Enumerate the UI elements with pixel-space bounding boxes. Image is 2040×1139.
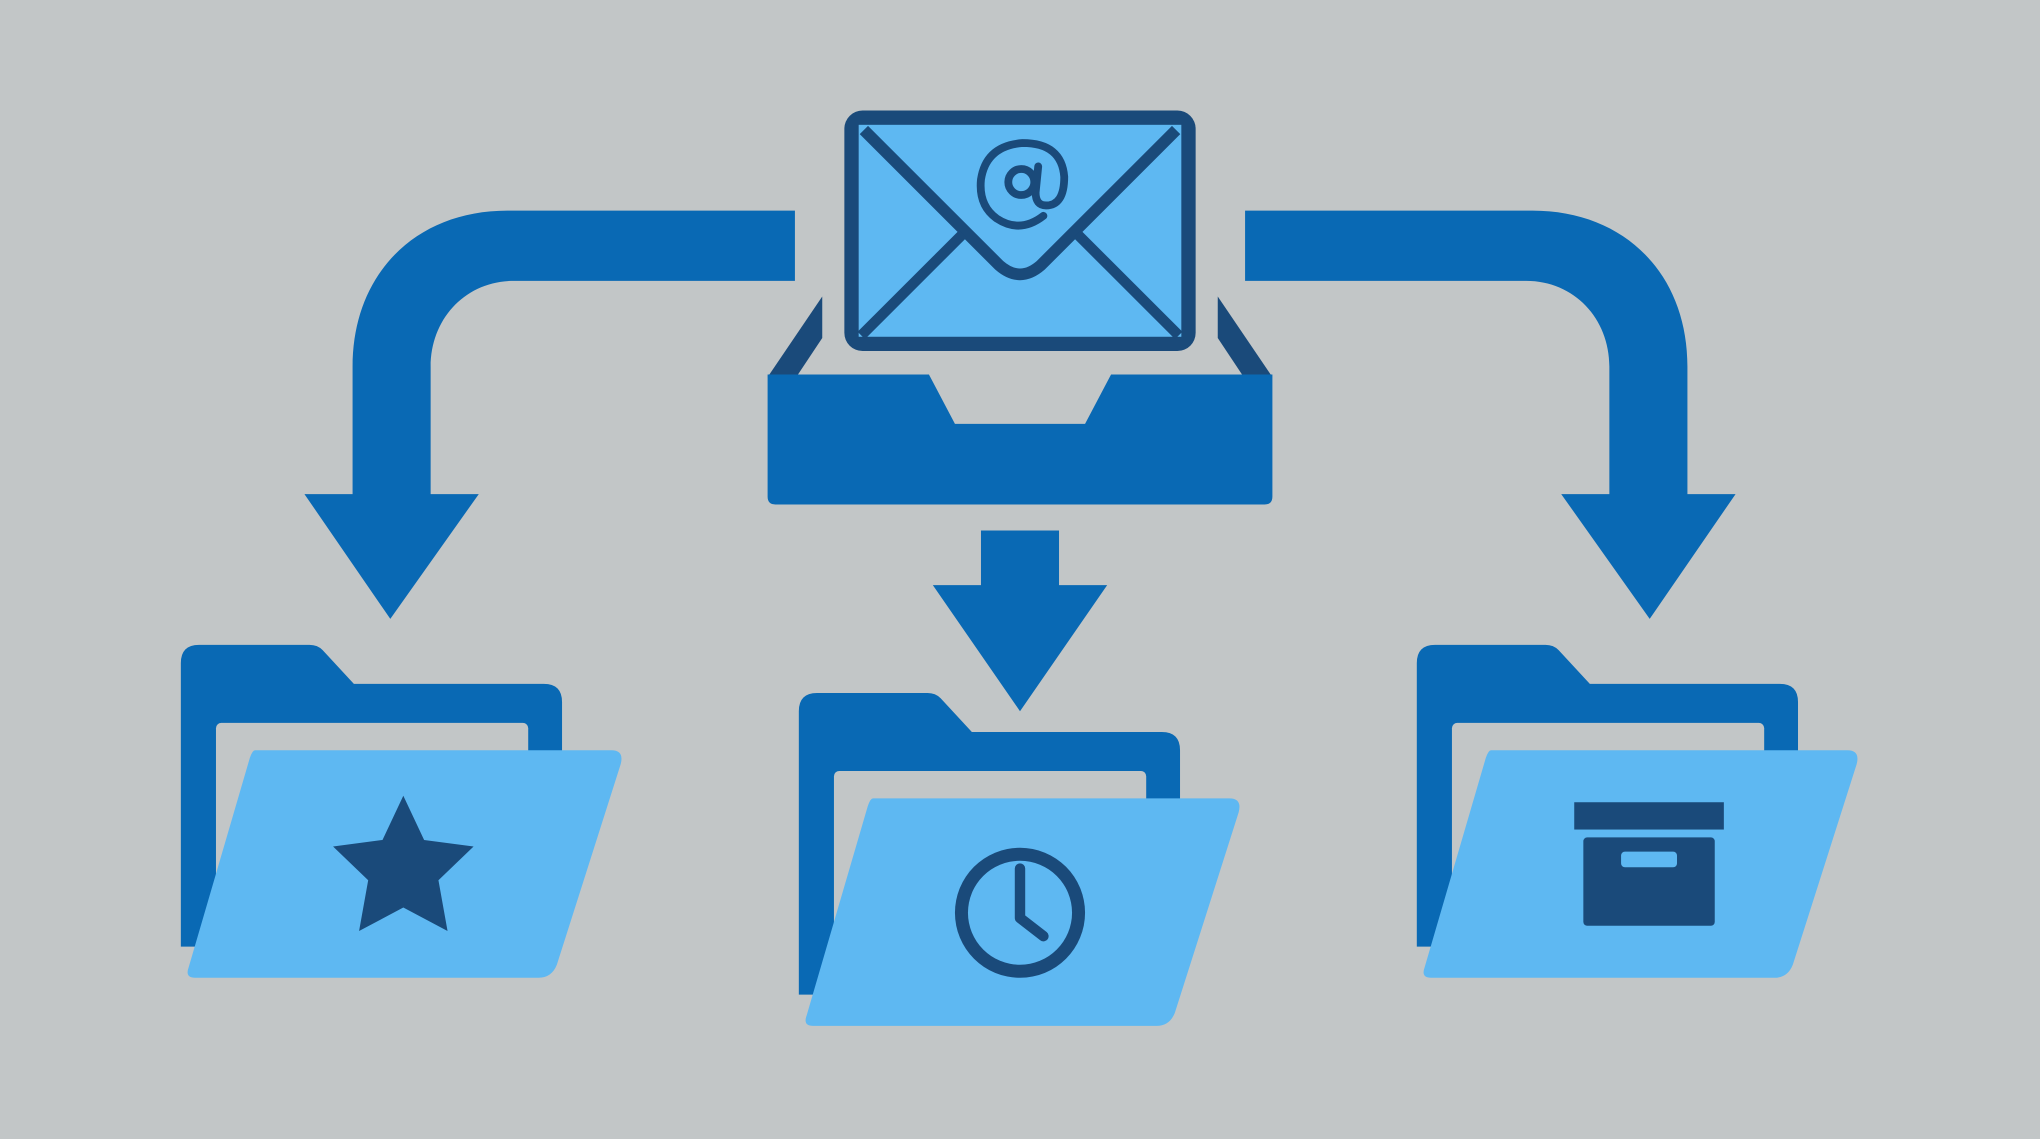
arrow-to-scheduled-folder — [932, 530, 1108, 712]
inbox-tray-icon — [767, 296, 1273, 505]
archive-folder — [1416, 644, 1858, 978]
clock-icon — [954, 847, 1086, 978]
arrow-to-starred-folder — [304, 210, 795, 619]
at-sign-icon — [976, 139, 1069, 230]
archive-box-icon — [1574, 802, 1724, 926]
star-icon — [333, 795, 474, 931]
scheduled-folder — [798, 693, 1240, 1026]
envelope-icon — [844, 110, 1196, 352]
starred-folder — [180, 644, 622, 978]
inbox-node — [767, 110, 1273, 505]
arrow-to-archive-folder — [1245, 210, 1736, 619]
